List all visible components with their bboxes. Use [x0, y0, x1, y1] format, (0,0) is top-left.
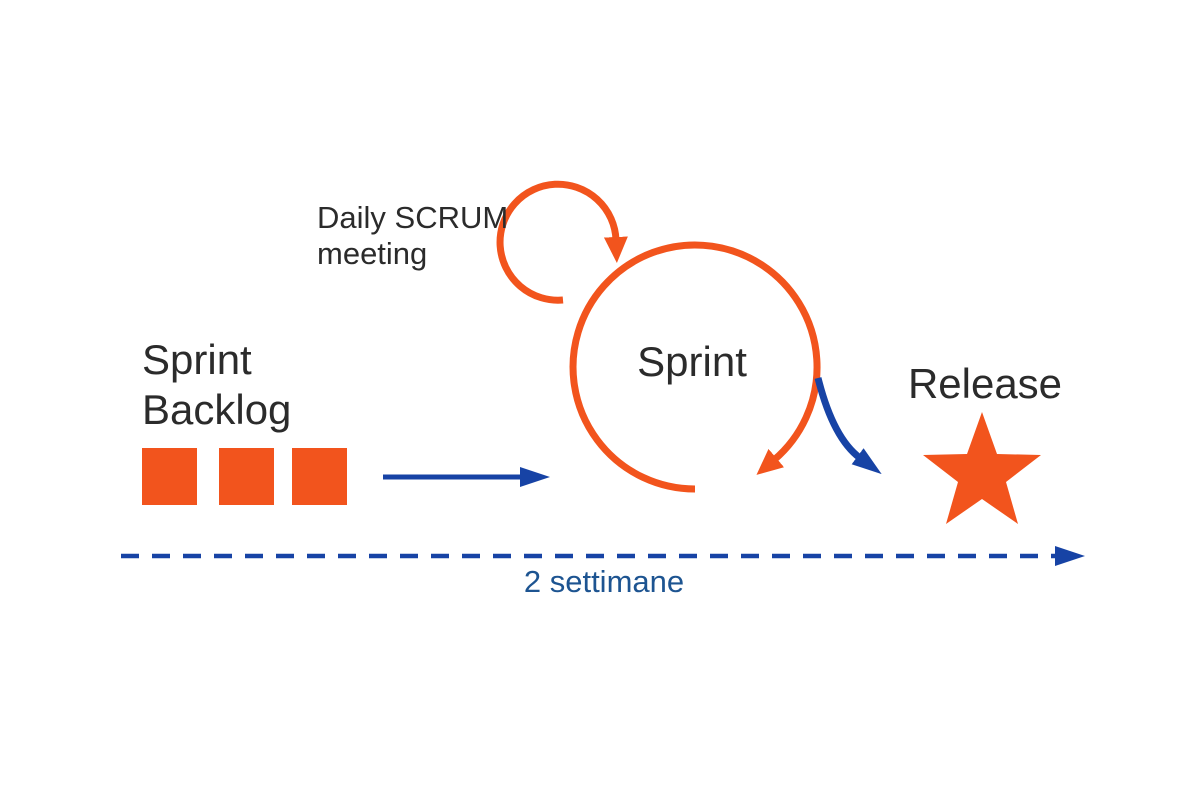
daily-scrum-loop-arrow-icon [496, 180, 628, 304]
sprint-label: Sprint [637, 338, 747, 385]
backlog-square-icon [292, 448, 347, 505]
backlog-square-icon [142, 448, 197, 505]
sprint-cycle-arrow-icon [569, 241, 821, 493]
release-label: Release [907, 360, 1063, 407]
daily-scrum-meeting-label: Daily SCRUM meeting [317, 200, 509, 271]
timeline-duration-label: 2 settimane [523, 564, 685, 599]
release-star-icon [923, 412, 1041, 524]
sprint-backlog-label: Sprint Backlog [142, 336, 292, 433]
sprint-to-release-arrow-icon [814, 377, 882, 475]
backlog-square-icon [219, 448, 274, 505]
